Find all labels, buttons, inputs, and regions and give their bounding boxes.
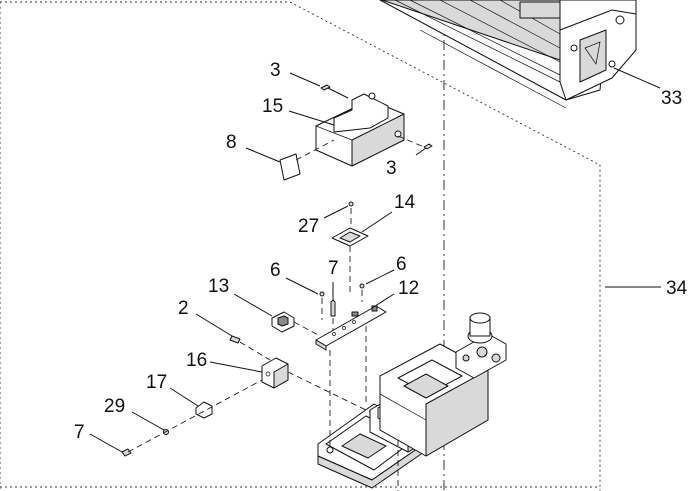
part-8-guide	[295, 139, 335, 161]
callout-17: 17	[146, 372, 167, 393]
callout-7-lower: 7	[74, 422, 85, 443]
callout-34: 34	[666, 278, 688, 299]
part-7-pin-upper	[330, 299, 336, 330]
callout-33: 33	[661, 88, 682, 109]
part-6-screw-right	[359, 283, 365, 302]
part-7-pin-lower	[121, 448, 132, 457]
part-3-screw-upper	[320, 84, 349, 99]
part-33-rail-assembly	[379, 0, 637, 109]
callout-8: 8	[226, 132, 237, 153]
part-3-screw-lower	[397, 135, 433, 150]
callout-27: 27	[298, 216, 319, 237]
part-34-base-assembly	[317, 312, 507, 489]
callout-3-upper: 3	[270, 60, 281, 81]
callout-7-upper: 7	[328, 258, 339, 279]
part-8-label-plate	[279, 153, 301, 181]
callout-16: 16	[186, 350, 207, 371]
callout-3-lower: 3	[386, 158, 397, 179]
callout-labels: 33 34 3 15 8 3 27 14 6 7 6 13 12 2 16 17…	[74, 60, 688, 443]
part-6-screw-left	[319, 291, 325, 320]
part-12-pcb-strip	[315, 305, 387, 351]
callout-15: 15	[262, 96, 283, 117]
guide-left-chain	[127, 379, 263, 453]
callout-6-left: 6	[270, 260, 281, 281]
callout-12: 12	[398, 278, 419, 299]
part-17-spacer	[195, 401, 213, 419]
callout-13: 13	[208, 276, 229, 297]
part-15-cover-bracket	[315, 92, 405, 167]
part-2-screw	[229, 335, 271, 361]
guide-16-to-base	[287, 371, 371, 413]
part-27-pin	[348, 201, 354, 232]
guide-13-to-12	[293, 321, 321, 337]
callout-2: 2	[178, 298, 189, 319]
part-14-plate	[331, 227, 369, 247]
part-16-bracket	[261, 357, 289, 389]
assembly-boundary	[0, 1, 601, 491]
part-13-switch	[271, 311, 295, 333]
callout-29: 29	[104, 396, 125, 417]
leader-lines	[89, 67, 661, 453]
callout-6-right: 6	[396, 254, 407, 275]
callout-14: 14	[394, 192, 416, 213]
